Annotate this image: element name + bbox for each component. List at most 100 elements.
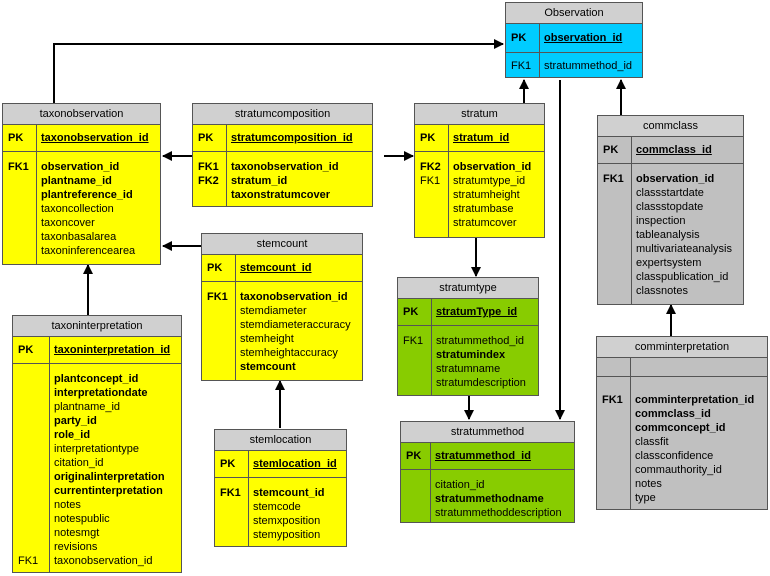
attribute-field: citation_id — [54, 457, 104, 469]
attribute-key — [406, 478, 409, 492]
attribute-key — [8, 188, 29, 202]
attribute-field: classstopdate — [636, 201, 704, 213]
attribute-key — [18, 372, 38, 386]
attribute-field: stemheightaccuracy — [240, 347, 338, 359]
entity-commclass[interactable]: commclass PK commclass_id FK1 observatio… — [597, 115, 744, 305]
entity-stemcount[interactable]: stemcount PK stemcount_id FK1 taxonobser… — [201, 233, 363, 381]
attribute-field: stratumindex — [436, 349, 506, 361]
attribute-key — [18, 400, 38, 414]
key-column: FK1 — [8, 160, 29, 258]
attribute-key — [403, 362, 423, 376]
attribute-key — [18, 428, 38, 442]
entity-stratumtype[interactable]: stratumtype PK stratumType_id FK1 stratu… — [397, 277, 539, 396]
attribute-key — [18, 442, 38, 456]
attribute-field: notes — [635, 478, 662, 490]
attribute-key — [18, 512, 38, 526]
entity-comminterpretation[interactable]: comminterpretation FK1 comminterpretatio… — [596, 336, 768, 510]
entity-title: stemcount — [202, 234, 362, 255]
attribute-block: citation_id stratummethodname stratummetho… — [401, 470, 574, 522]
entity-title: stratumcomposition — [193, 104, 372, 125]
fk-field: stratummethod_id — [539, 53, 642, 77]
attribute-field: observation_id — [636, 173, 715, 185]
attribute-key — [18, 414, 38, 428]
attribute-field: stratum_id — [231, 175, 288, 187]
attribute-field: stratummethoddescription — [435, 507, 562, 519]
attribute-key: FK1 — [403, 335, 424, 347]
attribute-field: stemcount — [240, 361, 296, 373]
pk-row: PK stemlocation_id — [215, 451, 346, 478]
attribute-field: stratumdescription — [436, 377, 526, 389]
entity-title: commclass — [598, 116, 743, 137]
pk-label: PK — [511, 32, 527, 44]
attribute-key — [420, 216, 441, 230]
attribute-field: currentinterpretation — [54, 485, 163, 497]
attribute-field: taxonstratumcover — [231, 189, 331, 201]
attribute-field: stratummethod_id — [436, 335, 525, 347]
attribute-key — [406, 506, 409, 520]
attribute-key: FK1 — [8, 161, 29, 173]
attribute-field: revisions — [54, 541, 98, 553]
attribute-key: FK1 — [420, 175, 441, 187]
entity-title: stemlocation — [215, 430, 346, 451]
attribute-key — [220, 500, 241, 514]
entity-stratummethod[interactable]: stratummethod PK stratummethod_id citati… — [400, 421, 575, 523]
entity-stratumcomposition[interactable]: stratumcomposition PK stratumcomposition… — [192, 103, 373, 207]
entity-stemlocation[interactable]: stemlocation PK stemlocation_id FK1 stem… — [214, 429, 347, 547]
attribute-key — [18, 484, 38, 498]
attribute-field: stemyposition — [253, 529, 321, 541]
attribute-block: FK1 stratummethod_id — [506, 53, 642, 77]
attribute-field: stemdiameter — [240, 305, 307, 317]
attribute-field: expertsystem — [636, 257, 702, 269]
attribute-field: classpublication_id — [636, 271, 729, 283]
entity-title: stratum — [415, 104, 544, 125]
attribute-key — [18, 456, 38, 470]
attribute-field: stratumheight — [453, 189, 520, 201]
attribute-field: taxonbasalarea — [41, 231, 117, 243]
attribute-field: comminterpretation_id — [635, 394, 755, 406]
pk-row: PK stratumType_id — [398, 299, 538, 326]
attribute-key — [207, 304, 228, 318]
attribute-field: originalinterpretation — [54, 471, 165, 483]
attribute-field: plantreference_id — [41, 189, 133, 201]
attribute-key — [603, 270, 624, 284]
attribute-field: citation_id — [435, 479, 485, 491]
pk-field: taxoninterpretation_id — [49, 337, 181, 363]
pk-field: stratumcomposition_id — [226, 125, 372, 151]
attribute-key — [602, 421, 623, 435]
attribute-key: FK2 — [198, 175, 219, 187]
pk-label: PK — [406, 450, 422, 462]
attribute-key: FK1 — [198, 161, 219, 173]
attribute-key — [602, 477, 623, 491]
attribute-field: observation_id — [41, 161, 120, 173]
entity-taxonobservation[interactable]: taxonobservation PK taxonobservation_id … — [2, 103, 161, 265]
attribute-key — [602, 407, 623, 421]
attribute-field: interpretationtype — [54, 443, 139, 455]
attribute-field: inspection — [636, 215, 686, 227]
attribute-field: tableanalysis — [636, 229, 700, 241]
attribute-field: notes — [54, 499, 81, 511]
attribute-field: stemcount_id — [253, 487, 325, 499]
pk-field: stratumType_id — [431, 299, 538, 325]
attribute-field: classstartdate — [636, 187, 704, 199]
attribute-field: stratumbase — [453, 203, 514, 215]
attribute-key — [18, 386, 38, 400]
entity-observation[interactable]: Observation PK observation_id FK1 stratu… — [505, 2, 643, 78]
pk-field: stratummethod_id — [430, 443, 574, 469]
field-column: citation_id stratummethodname stratummetho… — [430, 470, 574, 522]
attribute-field: plantconcept_id — [54, 373, 139, 385]
pk-row: PK taxonobservation_id — [3, 125, 160, 152]
entity-taxoninterpretation[interactable]: taxoninterpretation PK taxoninterpretati… — [12, 315, 182, 573]
attribute-field: stratummethodname — [435, 493, 544, 505]
attribute-key — [602, 435, 623, 449]
